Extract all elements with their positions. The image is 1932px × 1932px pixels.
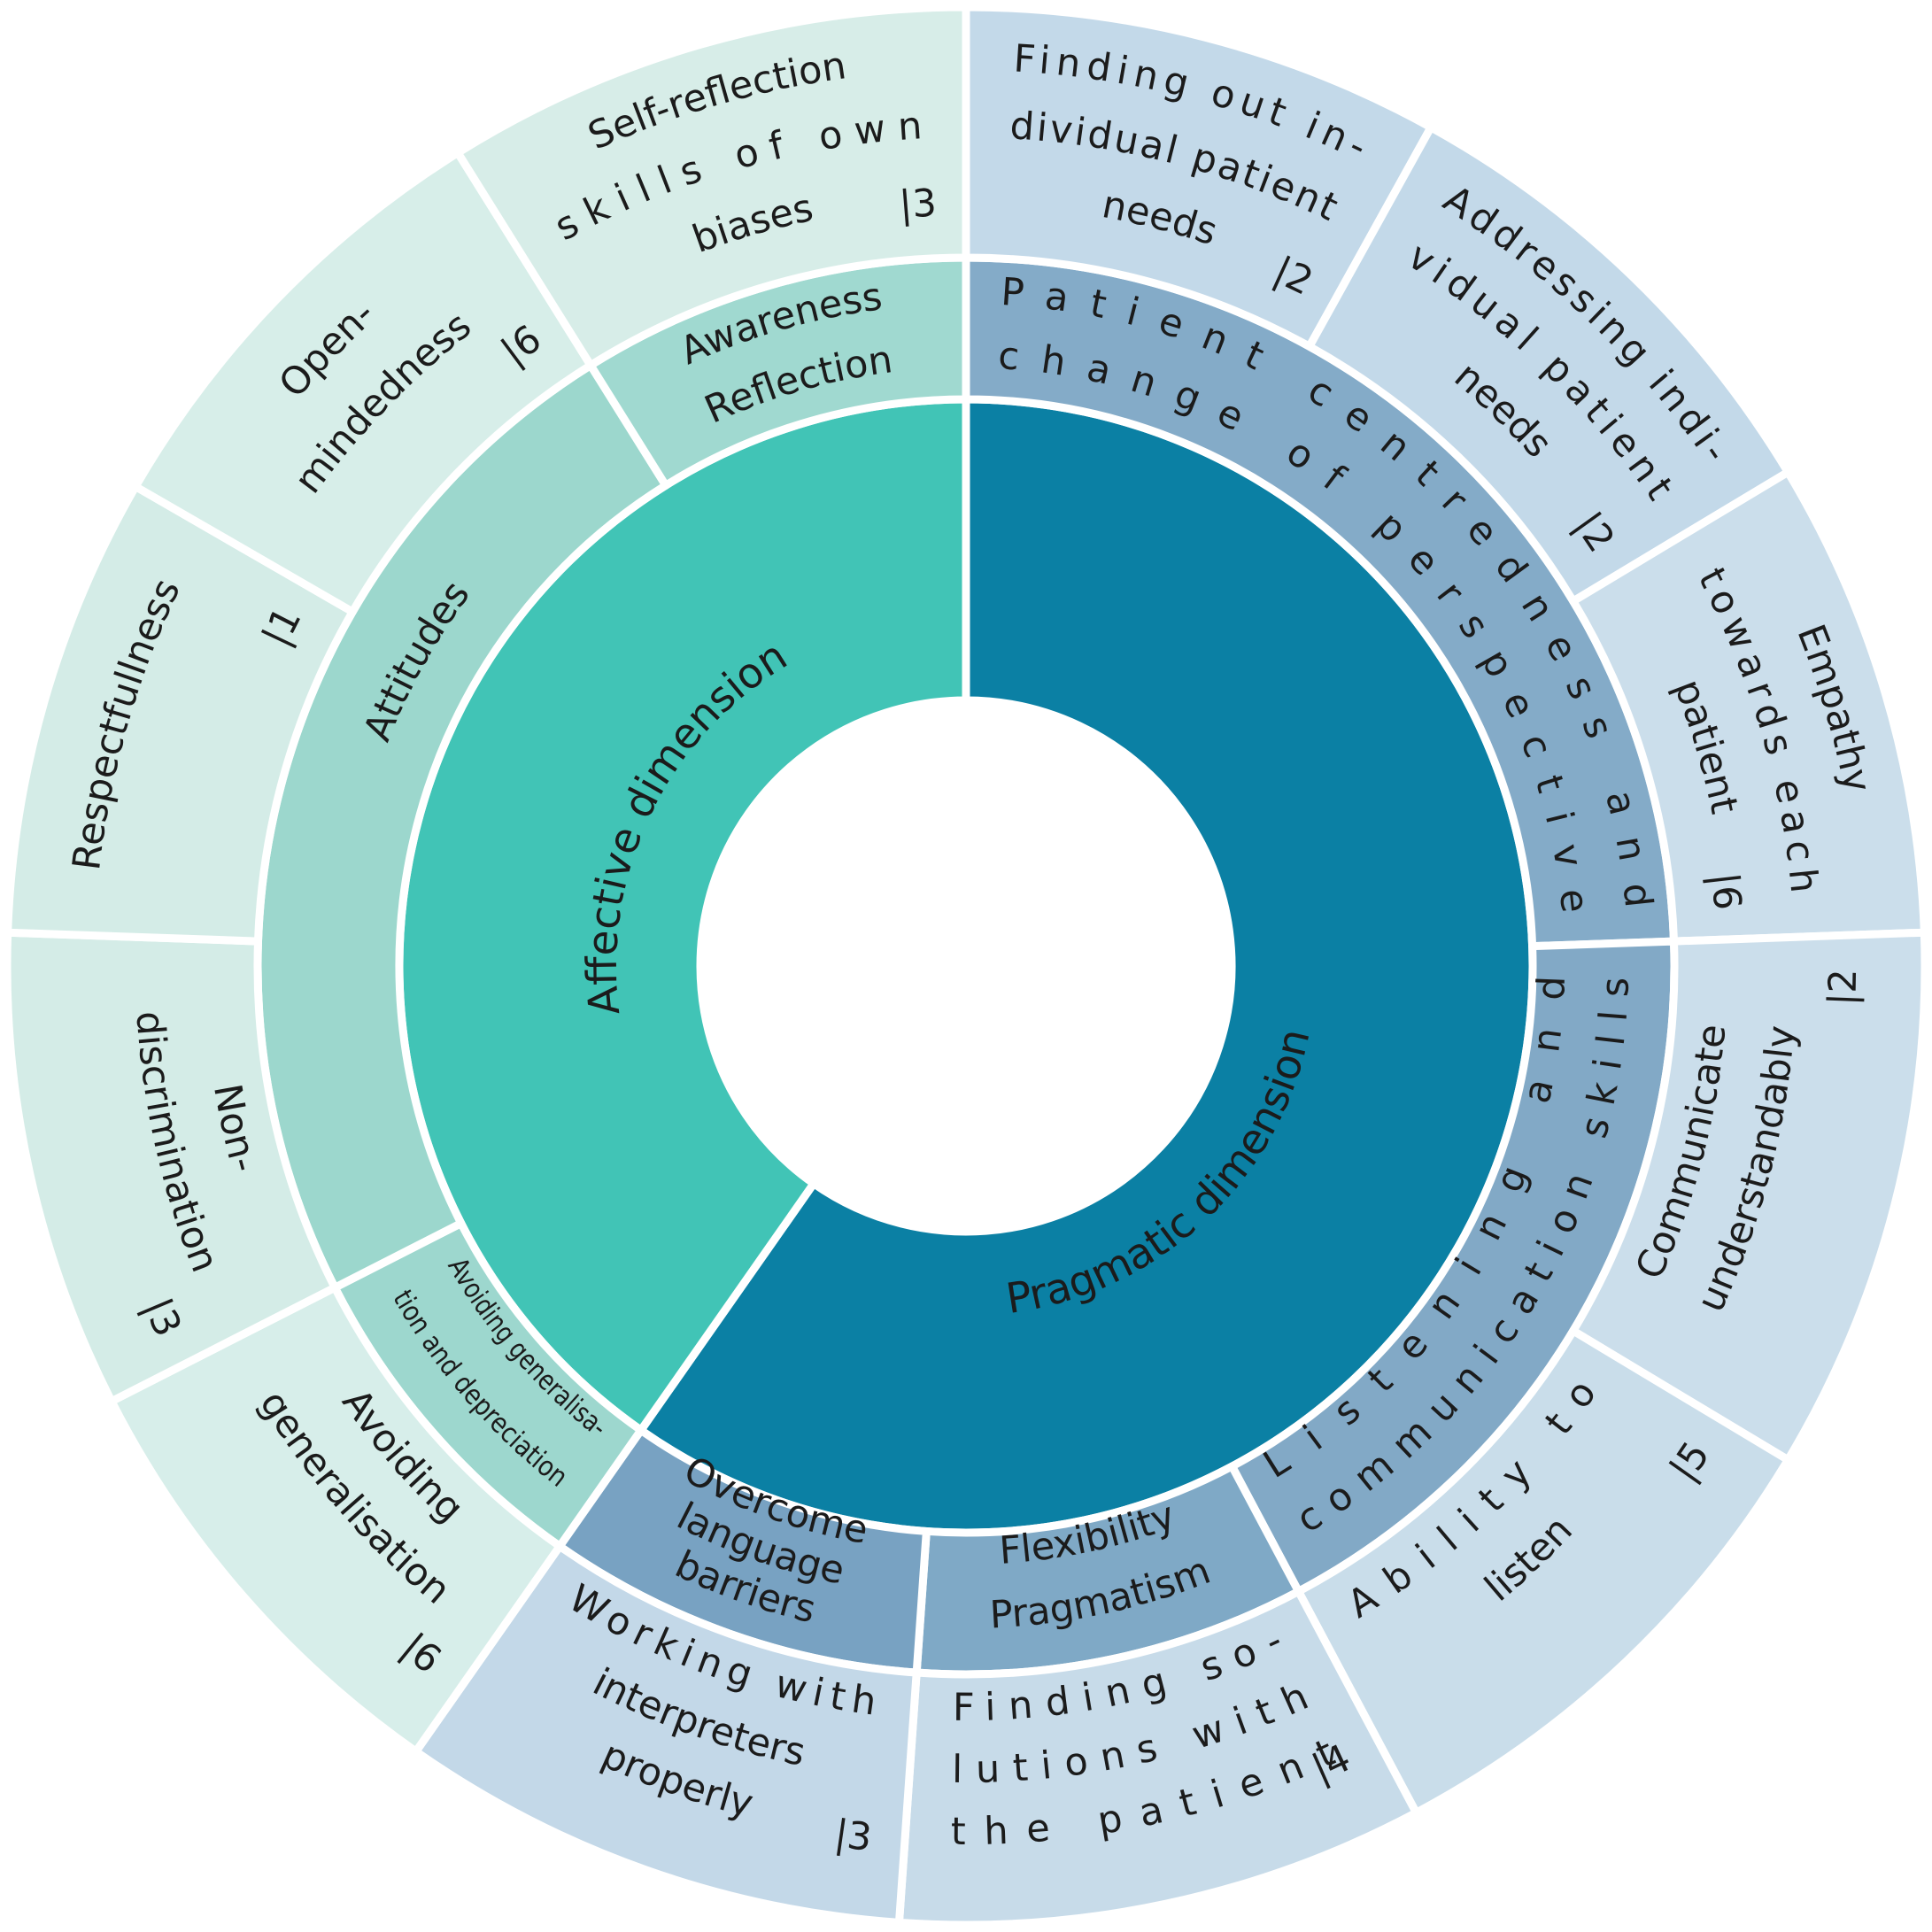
segment-non-discrimination: Non-discrimination|3 (3, 928, 339, 1406)
segment-shape-self-reflection-skills-of-own-biases (453, 3, 970, 370)
count-self-reflection-skills-of-own-biases: |3 (898, 182, 938, 228)
count-communicate-understandably: |2 (1820, 969, 1866, 1007)
count-working-with-interpreters-properly: |3 (831, 1812, 874, 1860)
segment-open-mindedness: Open-mindedness|6 (131, 149, 595, 616)
count-empathy-towards-each-patient: |6 (1702, 870, 1750, 912)
